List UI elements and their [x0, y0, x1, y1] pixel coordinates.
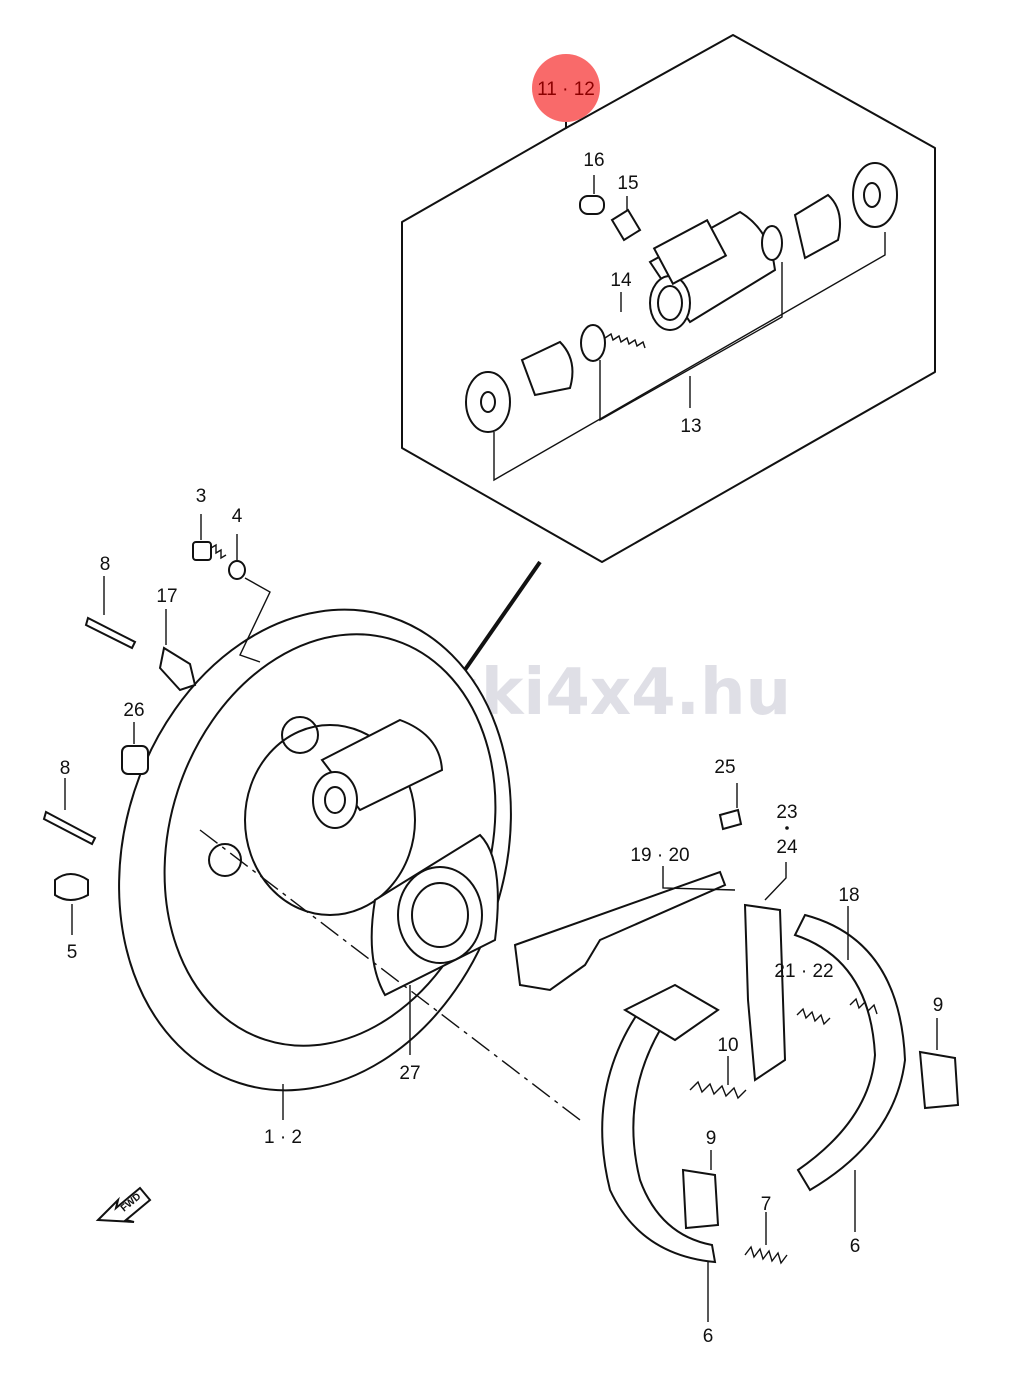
callout-8[interactable]: 8 — [60, 758, 71, 779]
highlight-circle — [532, 54, 600, 122]
callout-14[interactable]: 14 — [610, 270, 632, 291]
callout-6[interactable]: 6 — [703, 1326, 714, 1347]
callout-27[interactable]: 27 — [399, 1063, 420, 1084]
callout-8[interactable]: 8 — [100, 554, 111, 575]
callout-10[interactable]: 10 — [717, 1035, 738, 1056]
callout-25[interactable]: 25 — [714, 757, 735, 778]
callout-21-22[interactable]: 21 · 22 — [774, 961, 833, 982]
callout-11-12-highlighted[interactable]: 11 · 12 — [532, 54, 600, 122]
callout-1-2[interactable]: 1 · 2 — [264, 1127, 302, 1148]
callout-9[interactable]: 9 — [933, 995, 944, 1016]
callout-3[interactable]: 3 — [196, 486, 207, 507]
callout-6[interactable]: 6 — [850, 1236, 861, 1257]
callout-24[interactable]: 24 — [776, 837, 798, 858]
svg-text:11 · 12: 11 · 12 — [537, 79, 595, 100]
backing-plate — [118, 608, 581, 1121]
callout-4[interactable]: 4 — [232, 506, 243, 527]
callout-13[interactable]: 13 — [680, 416, 701, 437]
brake-shoes — [513, 783, 960, 1322]
callout-labels: 16 15 14 13 3 4 8 17 26 8 5 1 · 2 27 25 … — [60, 150, 944, 1347]
callout-15[interactable]: 15 — [617, 173, 638, 194]
callout-5[interactable]: 5 — [67, 942, 78, 963]
callout-16[interactable]: 16 — [583, 150, 604, 171]
callout-17[interactable]: 17 — [156, 586, 177, 607]
separator-dot — [785, 826, 789, 830]
callout-9[interactable]: 9 — [706, 1128, 717, 1149]
callout-23[interactable]: 23 — [776, 802, 797, 823]
callout-18[interactable]: 18 — [838, 885, 859, 906]
callout-19-20[interactable]: 19 · 20 — [630, 845, 689, 866]
callout-26[interactable]: 26 — [123, 700, 144, 721]
small-parts-left — [42, 514, 411, 1120]
wheel-cylinder-parts — [465, 162, 898, 482]
callout-7[interactable]: 7 — [761, 1194, 772, 1215]
fwd-arrow-icon: FWD — [95, 1186, 152, 1223]
